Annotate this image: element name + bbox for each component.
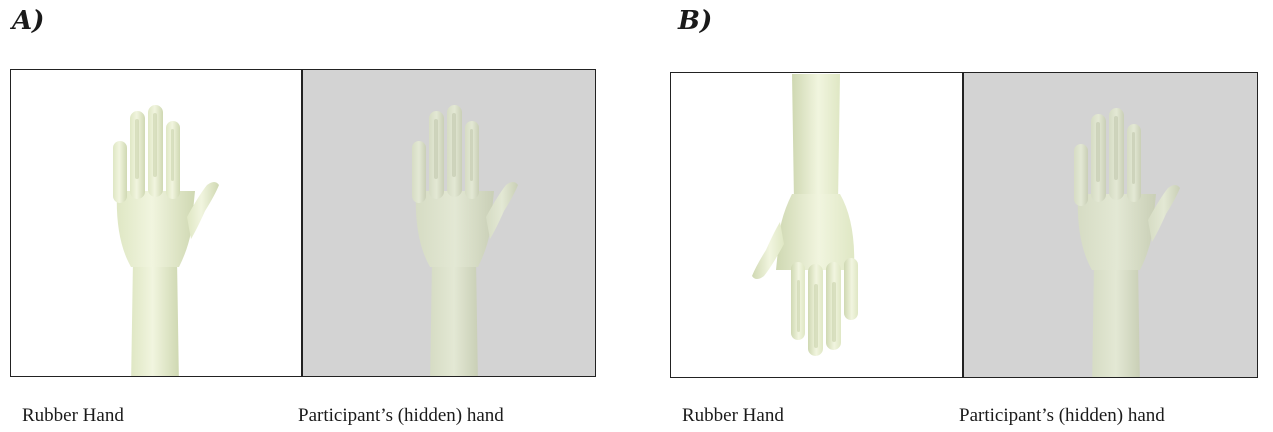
- panel-b-right-caption: Participant’s (hidden) hand: [959, 405, 1165, 427]
- rubber-hand-inverted-image: [670, 72, 963, 378]
- panel-a-right-caption: Participant’s (hidden) hand: [298, 405, 504, 427]
- panel-a-rubber-hand-frame: [10, 69, 302, 377]
- hidden-hand-upright-image-b: [963, 72, 1258, 378]
- panel-a-left-caption: Rubber Hand: [22, 405, 124, 427]
- panel-b-hidden-hand-frame: [963, 72, 1258, 378]
- panel-b-rubber-hand-frame: [670, 72, 963, 378]
- panel-b-label: B): [678, 6, 712, 36]
- panel-a-label: A): [12, 6, 44, 36]
- hidden-hand-upright-image: [302, 69, 596, 377]
- rubber-hand-upright-image: [10, 69, 302, 377]
- panel-b-left-caption: Rubber Hand: [682, 405, 784, 427]
- panel-a-hidden-hand-frame: [302, 69, 596, 377]
